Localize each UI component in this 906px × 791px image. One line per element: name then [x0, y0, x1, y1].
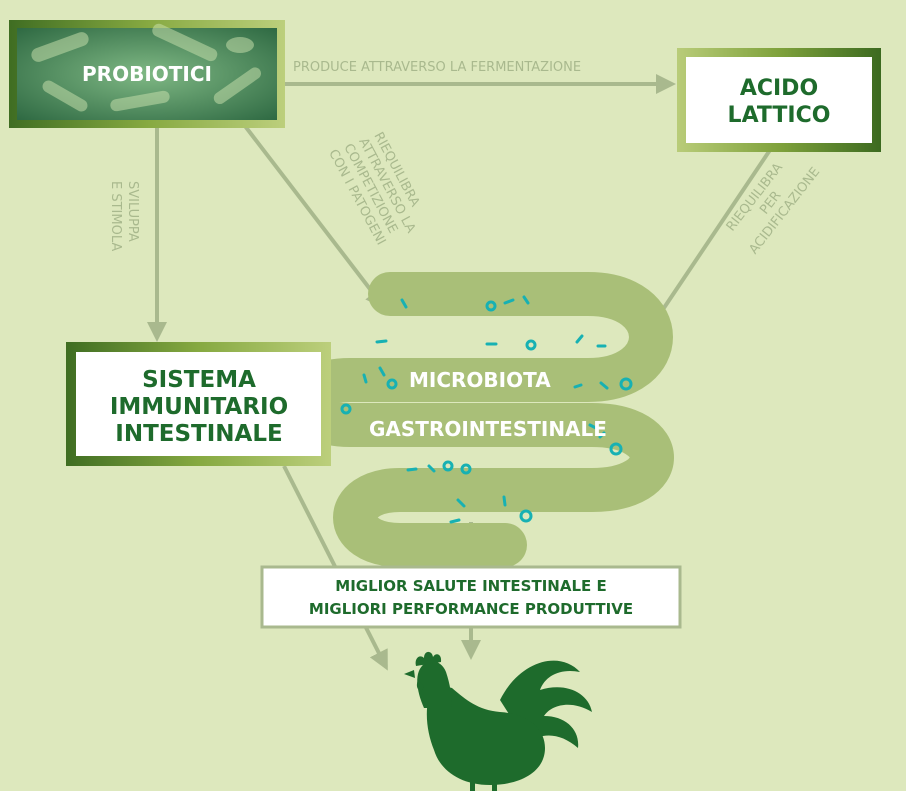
probiotici-box: PROBIOTICI [9, 20, 285, 128]
label-sviluppa: SVILUPPA E STIMOLA [108, 181, 140, 251]
acido-lattico-box: ACIDO LATTICO [677, 48, 881, 152]
svg-text:ACIDIFICAZIONE: ACIDIFICAZIONE [746, 165, 823, 257]
bacteria-dots [340, 300, 633, 523]
label-produce: PRODUCE ATTRAVERSO LA FERMENTAZIONE [293, 60, 581, 75]
sistema-label-line3: INTESTINALE [115, 421, 282, 447]
sistema-label-line1: SISTEMA [142, 367, 256, 393]
svg-text:E STIMOLA: E STIMOLA [108, 181, 123, 251]
rooster-icon [404, 651, 592, 791]
acido-label-line2: LATTICO [728, 103, 831, 128]
sistema-label-line2: IMMUNITARIO [110, 394, 288, 420]
intestine-shape [283, 272, 674, 567]
svg-text:SVILUPPA: SVILUPPA [125, 181, 140, 242]
acido-label-line1: ACIDO [740, 76, 818, 101]
bacteria-photo-texture [31, 23, 262, 112]
outcome-label-line2: MIGLIORI PERFORMANCE PRODUTTIVE [309, 600, 633, 618]
microbiota-label-line2: GASTROINTESTINALE [369, 417, 607, 441]
label-riequilibra-competizione: RIEQUILIBRA ATTRAVERSO LA COMPETIZIONE C… [325, 130, 422, 248]
bacteria-rods [362, 295, 609, 524]
sistema-immunitario-box: SISTEMA IMMUNITARIO INTESTINALE [66, 342, 331, 466]
outcome-label-line1: MIGLIOR SALUTE INTESTINALE E [335, 577, 606, 595]
probiotici-label: PROBIOTICI [82, 62, 212, 86]
outcome-box: MIGLIOR SALUTE INTESTINALE E MIGLIORI PE… [260, 565, 682, 629]
microbiota-label-line1: MICROBIOTA [409, 368, 551, 392]
arrow-riequilibra-competizione [243, 124, 386, 310]
